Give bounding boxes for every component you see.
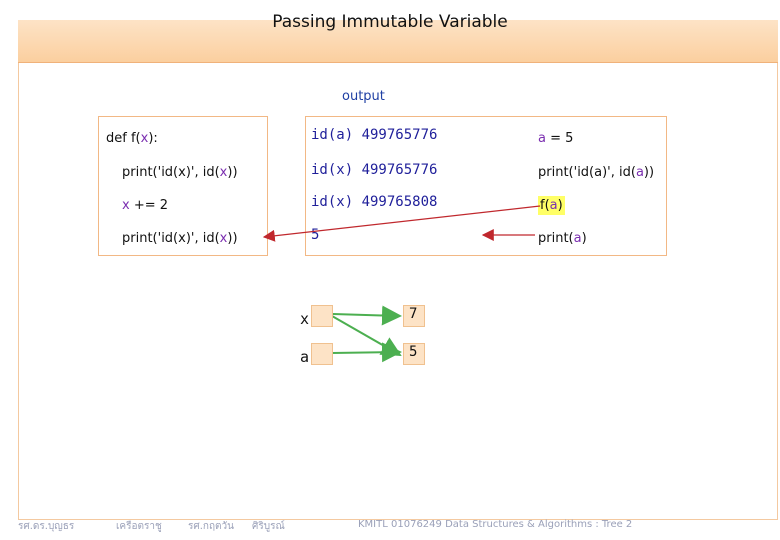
value-5: 5	[409, 344, 418, 360]
caller-line-print-id-a: print('id(a)', id(a))	[538, 165, 655, 180]
code-line-print-id-x-2: print('id(x)', id(x))	[122, 231, 238, 246]
footer-author2-surname: ศิริบูรณ์	[252, 521, 285, 532]
value-box-5	[403, 343, 425, 365]
output-line-4: 5	[311, 227, 320, 243]
value-box-7	[403, 305, 425, 327]
title-bar	[18, 20, 778, 63]
value-7: 7	[409, 306, 418, 322]
footer-author2: รศ.กฤตวัน	[188, 521, 234, 532]
footer-author1: รศ.ดร.บุญธร	[18, 521, 75, 532]
variable-box-a	[311, 343, 333, 365]
caller-line-call-f: f(a)	[538, 196, 565, 215]
x-new-ref-arrow	[332, 305, 402, 326]
output-line-3: id(x) 499765808	[311, 194, 438, 210]
code-line-def: def f(x):	[106, 131, 158, 146]
slide-frame	[18, 20, 778, 520]
code-line-x-plus-equals: x += 2	[122, 198, 169, 213]
a-ref-arrow	[331, 342, 402, 363]
x-ref-arrow	[331, 315, 402, 356]
variable-label-x: x	[300, 310, 310, 328]
output-line-2: id(x) 499765776	[311, 162, 438, 178]
variable-label-a: a	[300, 348, 310, 366]
output-label: output	[342, 89, 385, 104]
output-line-1: id(a) 499765776	[311, 127, 438, 143]
call-arrow	[262, 205, 541, 242]
footer-author1-surname: เครือตราชู	[116, 521, 162, 532]
function-code-panel	[98, 116, 268, 256]
footer-course: KMITL 01076249 Data Structures & Algorit…	[358, 519, 633, 530]
caller-line-assign: a = 5	[538, 131, 574, 146]
code-line-print-id-x-1: print('id(x)', id(x))	[122, 165, 238, 180]
variable-box-x	[311, 305, 333, 327]
slide-title: Passing Immutable Variable	[272, 12, 508, 32]
caller-line-print-a: print(a)	[538, 231, 587, 246]
